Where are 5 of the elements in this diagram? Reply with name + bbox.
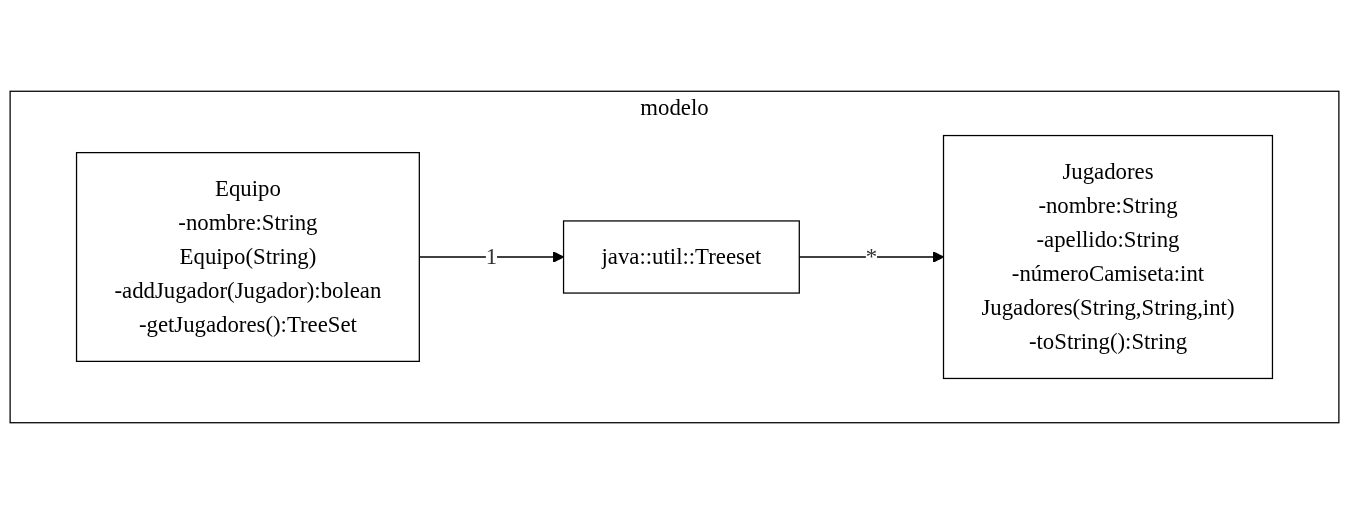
edge-label: *: [865, 243, 878, 270]
edge-label: 1: [485, 243, 498, 270]
node-box: Equipo -nombre:String Equipo(String) -addJugador(Jugador):bolean -getJugadores():TreeSet: [75, 152, 420, 362]
node-box: Jugadores -nombre:String -apellido:String -númeroCamiseta:int Jugadores(String,String,int) -toString():String: [942, 134, 1274, 380]
node-box: java::util::Treeset: [562, 220, 800, 294]
